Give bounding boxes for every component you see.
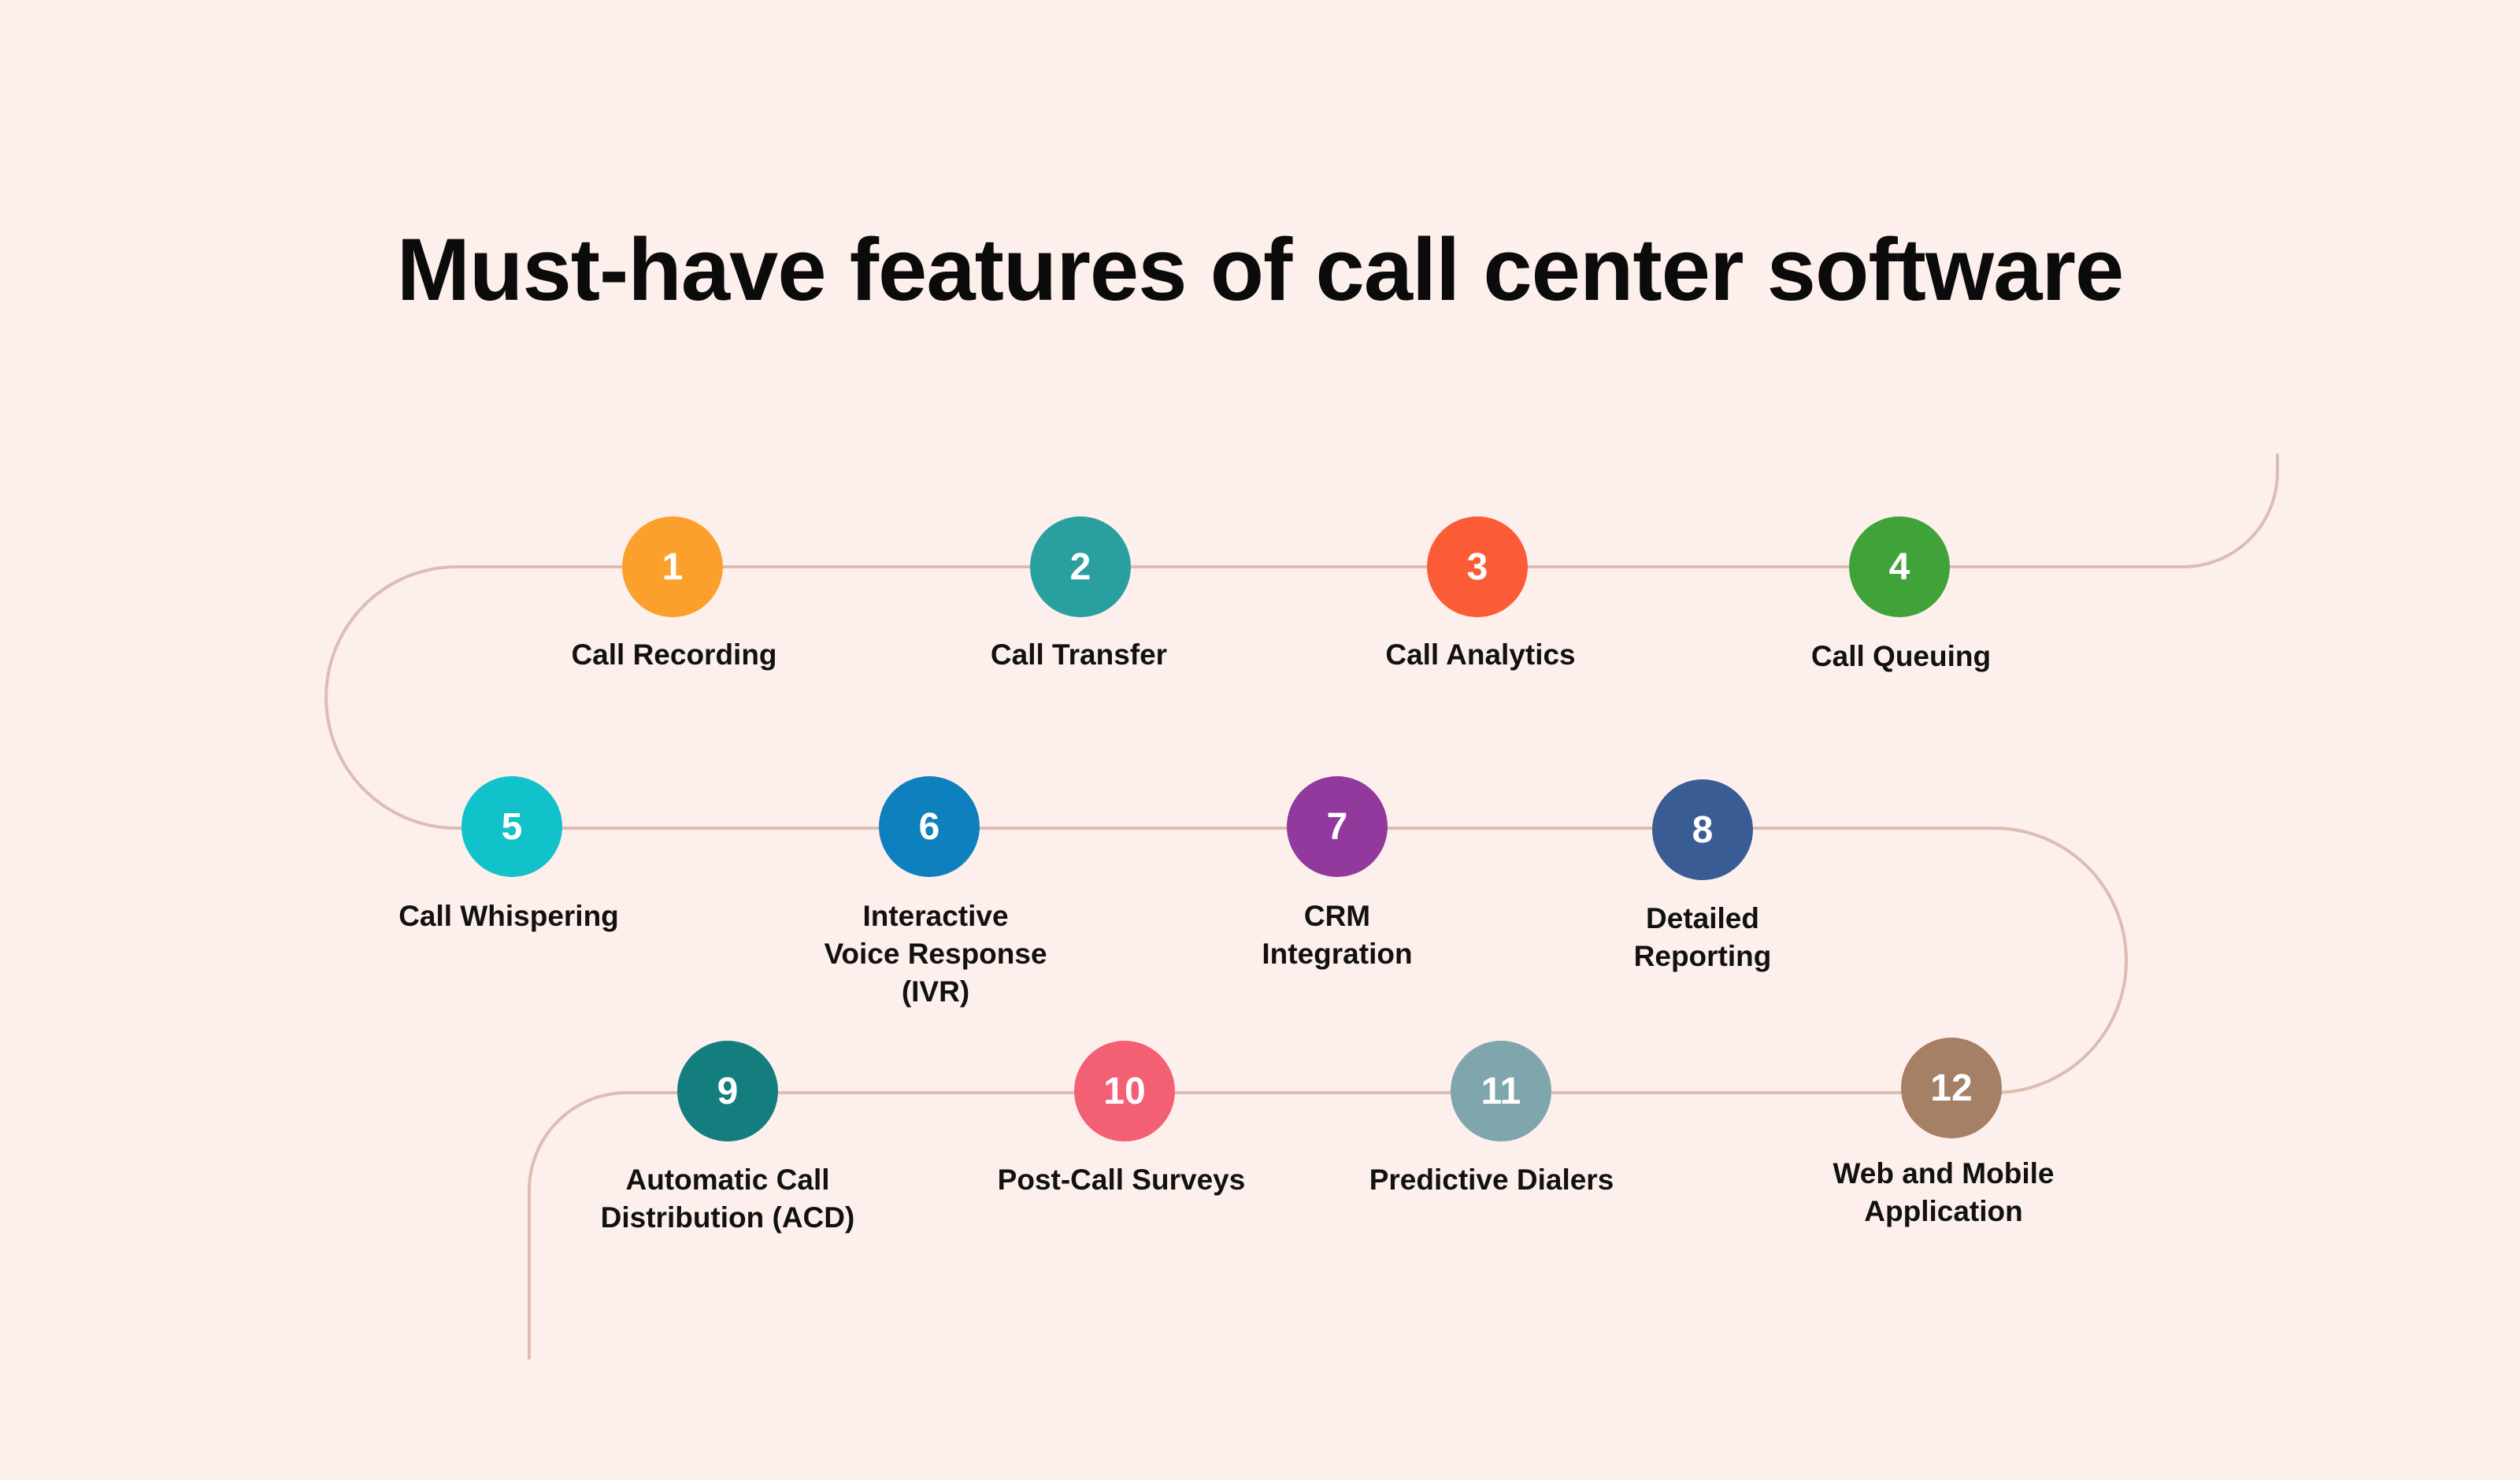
feature-label-5: Call Whispering bbox=[398, 900, 619, 932]
feature-label-6: Interactive Voice Response (IVR) bbox=[824, 900, 1047, 1008]
feature-node-12: 12 bbox=[1901, 1038, 2002, 1138]
feature-node-2: 2 bbox=[1030, 516, 1131, 617]
feature-label-9: Automatic Call Distribution (ACD) bbox=[600, 1164, 855, 1234]
feature-label-2: Call Transfer bbox=[990, 638, 1168, 671]
feature-node-7: 7 bbox=[1287, 776, 1388, 877]
feature-label-7: CRM Integration bbox=[1262, 900, 1413, 970]
feature-node-11: 11 bbox=[1451, 1041, 1551, 1141]
feature-node-9: 9 bbox=[677, 1041, 778, 1141]
feature-label-3: Call Analytics bbox=[1385, 638, 1576, 671]
feature-node-6: 6 bbox=[879, 776, 980, 877]
feature-node-8: 8 bbox=[1652, 779, 1753, 880]
feature-label-8: Detailed Reporting bbox=[1633, 902, 1772, 972]
feature-label-11: Predictive Dialers bbox=[1369, 1164, 1614, 1196]
feature-node-1: 1 bbox=[622, 516, 723, 617]
feature-label-4: Call Queuing bbox=[1810, 640, 1992, 672]
feature-label-12: Web and Mobile Application bbox=[1833, 1157, 2055, 1227]
feature-label-10: Post-Call Surveys bbox=[997, 1164, 1246, 1196]
feature-node-3: 3 bbox=[1427, 516, 1528, 617]
feature-node-4: 4 bbox=[1849, 516, 1950, 617]
feature-node-10: 10 bbox=[1074, 1041, 1175, 1141]
feature-label-1: Call Recording bbox=[571, 638, 777, 671]
page-title: Must-have features of call center softwa… bbox=[396, 220, 2124, 319]
feature-node-5: 5 bbox=[461, 776, 562, 877]
